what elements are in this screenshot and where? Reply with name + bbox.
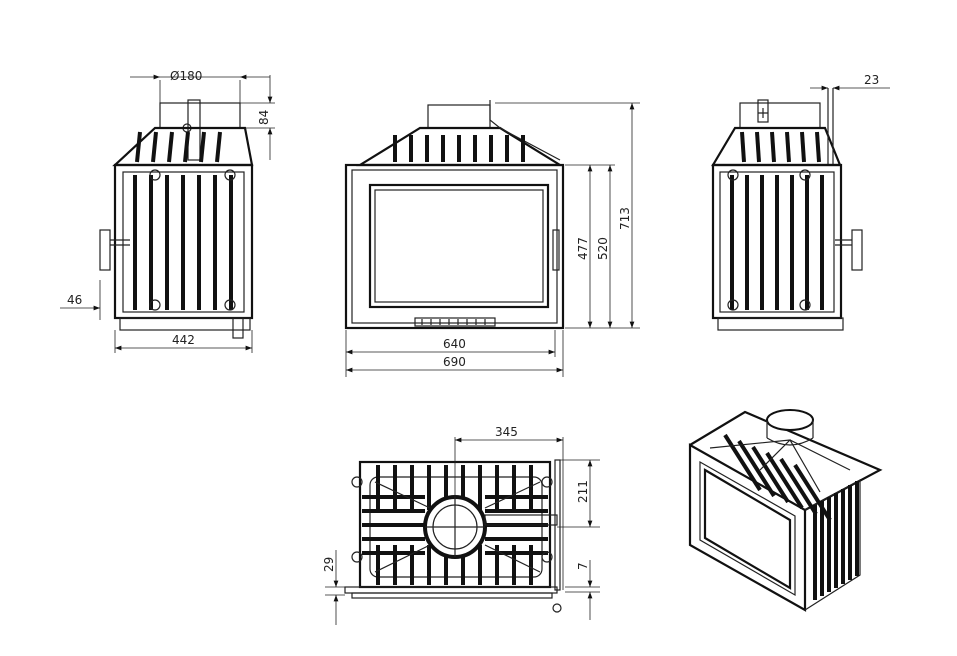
dim-345: 345 xyxy=(495,425,518,439)
dim-477: 477 xyxy=(576,237,590,260)
dim-46: 46 xyxy=(67,293,82,307)
hood-fin xyxy=(167,131,174,163)
top-view-dimensions: 345 211 29 7 xyxy=(322,425,600,625)
door-handle xyxy=(99,229,111,271)
hood-fin xyxy=(151,131,158,163)
dim-442: 442 xyxy=(172,333,195,347)
hood-fin xyxy=(183,131,190,163)
dim-29: 29 xyxy=(322,557,336,572)
dim-7: 7 xyxy=(576,562,590,570)
iso-hood-fin xyxy=(737,439,776,498)
door-handle xyxy=(851,229,863,271)
hood-fin xyxy=(815,131,821,163)
hood-fin xyxy=(770,131,776,163)
isometric-view xyxy=(688,409,883,612)
door-handle xyxy=(552,229,560,271)
left-side-view xyxy=(99,99,254,339)
top-view xyxy=(344,459,562,613)
dim-84: 84 xyxy=(257,110,271,125)
left-view-dimensions: Ø180 84 46 442 xyxy=(60,69,275,353)
dim-211: 211 xyxy=(576,480,590,503)
hood-fin xyxy=(755,131,761,163)
dim-diameter-180: Ø180 xyxy=(170,69,202,83)
dim-520: 520 xyxy=(596,237,610,260)
hood-fin xyxy=(215,131,222,163)
hood-fin xyxy=(199,131,206,163)
dim-23: 23 xyxy=(864,73,879,87)
hood-fin xyxy=(785,131,791,163)
right-side-view xyxy=(711,88,863,331)
iso-hood-fin xyxy=(793,463,832,522)
iso-hood-fin xyxy=(751,445,790,504)
hood-fin xyxy=(800,131,806,163)
front-view-dimensions: 640 690 477 520 713 xyxy=(345,102,640,377)
iso-hood-fin xyxy=(765,451,804,510)
hood-fin xyxy=(135,131,142,163)
dim-640: 640 xyxy=(443,337,466,351)
dim-690: 690 xyxy=(443,355,466,369)
dim-713: 713 xyxy=(618,207,632,230)
front-view xyxy=(344,100,565,330)
right-view-dimensions: 23 xyxy=(810,73,890,91)
hood-fin xyxy=(740,131,746,163)
iso-hood-fin xyxy=(779,457,818,516)
glass-panel xyxy=(368,183,550,309)
iso-hood-fin xyxy=(723,433,762,492)
